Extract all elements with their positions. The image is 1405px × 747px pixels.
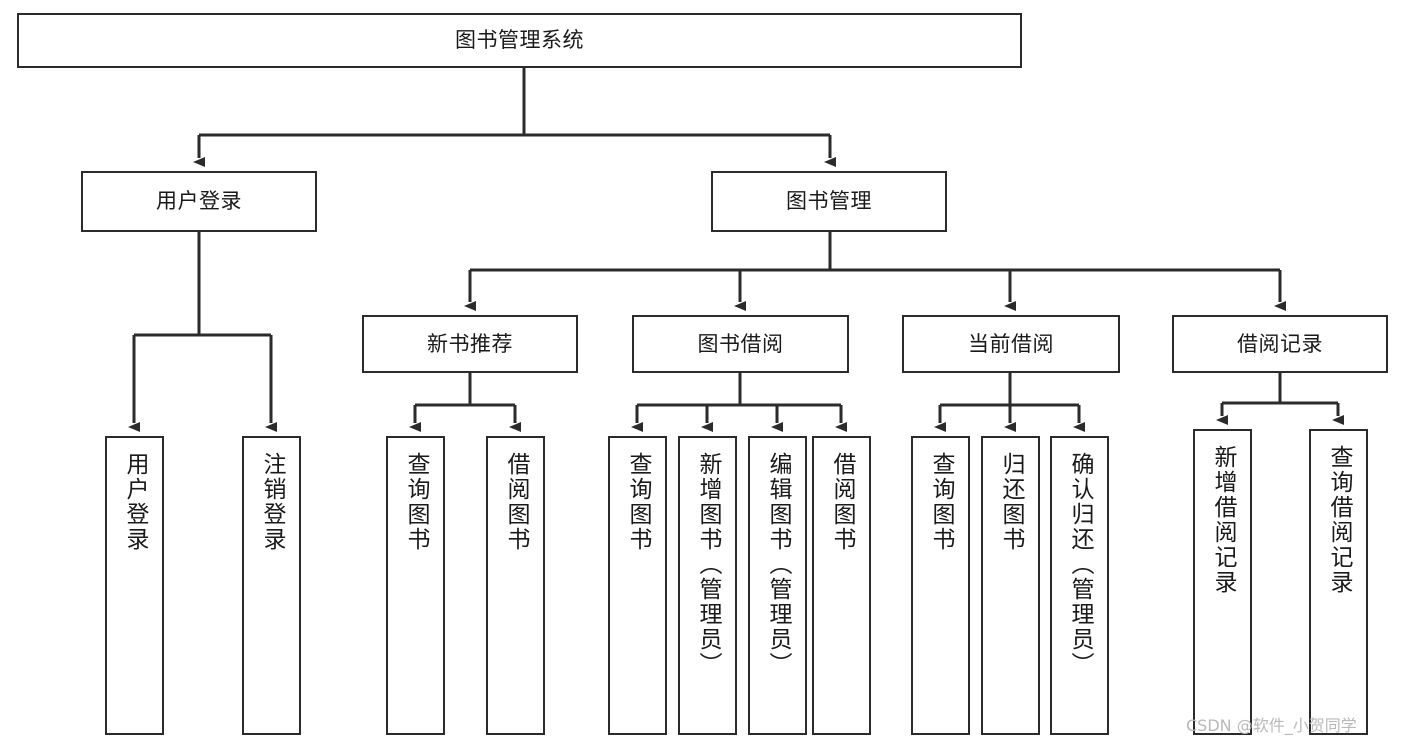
- node-leaf-borrow-book-2-label: 借阅图书: [829, 452, 855, 552]
- node-leaf-confirm-return[interactable]: 确认归还（管理员）: [1050, 436, 1109, 735]
- node-leaf-query-book-3[interactable]: 查询图书: [911, 436, 970, 735]
- node-leaf-logout-login[interactable]: 注销登录: [242, 436, 301, 735]
- node-current-borrow-label: 当前借阅: [968, 331, 1054, 356]
- node-leaf-confirm-return-label: 确认归还（管理员）: [1067, 452, 1093, 677]
- node-leaf-add-book[interactable]: 新增图书（管理员）: [678, 436, 737, 735]
- node-leaf-user-login[interactable]: 用户登录: [105, 436, 164, 735]
- node-leaf-query-book-2-label: 查询图书: [625, 452, 651, 552]
- node-book-manage-label: 图书管理: [786, 189, 872, 214]
- node-leaf-edit-book-label: 编辑图书（管理员）: [765, 452, 791, 677]
- node-leaf-add-book-label: 新增图书（管理员）: [695, 452, 721, 677]
- node-leaf-return-book[interactable]: 归还图书: [981, 436, 1040, 735]
- node-leaf-query-book-1-label: 查询图书: [403, 452, 429, 552]
- node-leaf-borrow-book-1-label: 借阅图书: [503, 452, 529, 552]
- node-leaf-query-record[interactable]: 查询借阅记录: [1309, 429, 1368, 735]
- node-new-book-recommend[interactable]: 新书推荐: [362, 315, 578, 373]
- node-leaf-query-book-3-label: 查询图书: [928, 452, 954, 552]
- node-book-borrow[interactable]: 图书借阅: [632, 315, 849, 373]
- node-leaf-borrow-book-2[interactable]: 借阅图书: [812, 436, 871, 735]
- node-leaf-user-login-label: 用户登录: [122, 452, 148, 552]
- node-leaf-edit-book[interactable]: 编辑图书（管理员）: [748, 436, 807, 735]
- node-leaf-query-book-2[interactable]: 查询图书: [608, 436, 667, 735]
- node-leaf-logout-login-label: 注销登录: [259, 452, 285, 552]
- node-user-login[interactable]: 用户登录: [81, 171, 317, 232]
- node-borrow-record-label: 借阅记录: [1237, 331, 1323, 356]
- node-new-book-recommend-label: 新书推荐: [427, 331, 513, 356]
- node-current-borrow[interactable]: 当前借阅: [902, 315, 1120, 373]
- node-leaf-add-record-label: 新增借阅记录: [1210, 445, 1236, 595]
- node-leaf-query-book-1[interactable]: 查询图书: [386, 436, 445, 735]
- node-borrow-record[interactable]: 借阅记录: [1172, 315, 1388, 373]
- node-book-manage[interactable]: 图书管理: [711, 171, 947, 232]
- node-leaf-borrow-book-1[interactable]: 借阅图书: [486, 436, 545, 735]
- node-root-label: 图书管理系统: [455, 28, 584, 53]
- node-user-login-label: 用户登录: [156, 189, 242, 214]
- node-leaf-query-record-label: 查询借阅记录: [1326, 445, 1352, 595]
- node-book-borrow-label: 图书借阅: [697, 331, 784, 356]
- node-root[interactable]: 图书管理系统: [17, 13, 1022, 68]
- node-leaf-add-record[interactable]: 新增借阅记录: [1193, 429, 1252, 735]
- node-leaf-return-book-label: 归还图书: [998, 452, 1024, 552]
